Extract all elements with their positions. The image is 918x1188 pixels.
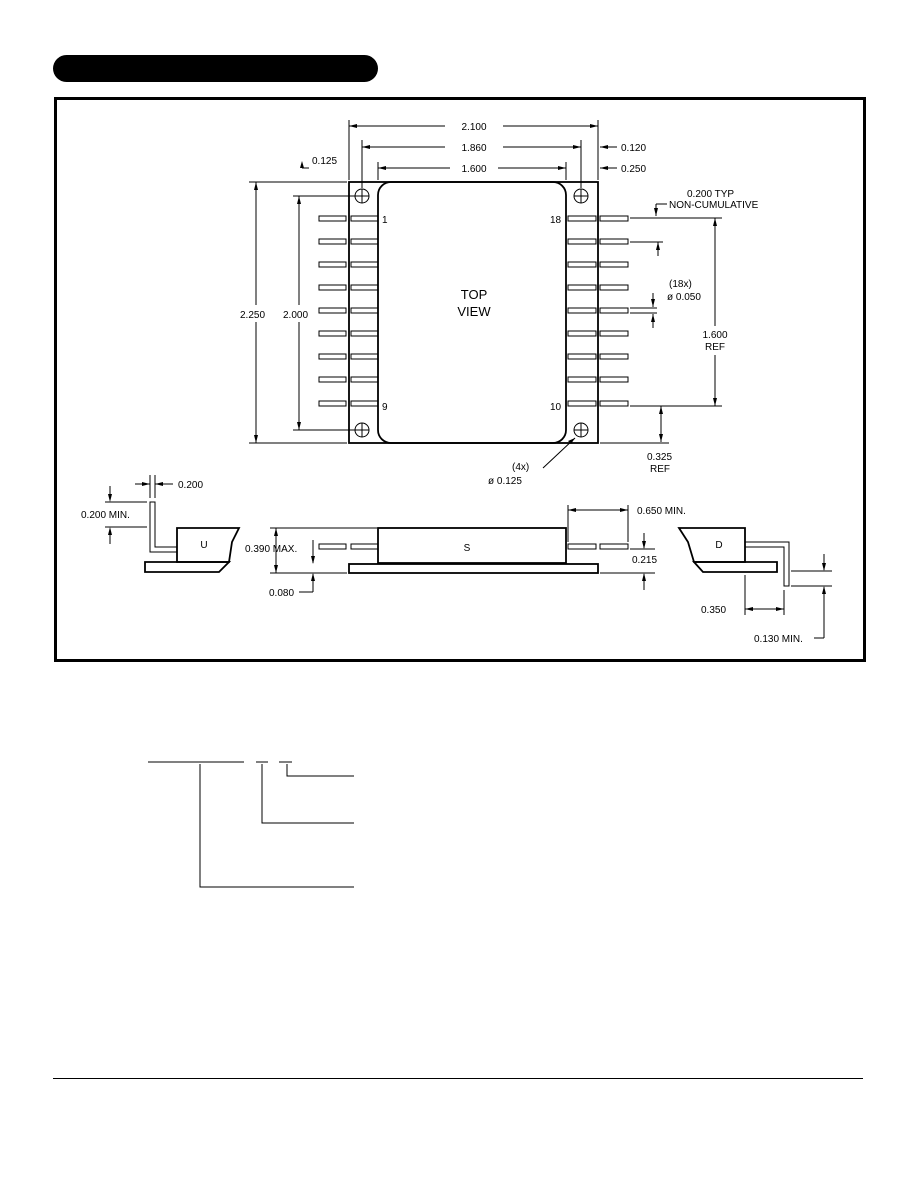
mounting-hole: [354, 422, 370, 438]
side-view-s: S 0.390 MAX. 0.080 0.650 MIN. 0.215: [245, 505, 686, 599]
dim-s-pin-length: 0.650 MIN.: [637, 506, 686, 517]
mounting-hole: [573, 188, 589, 204]
section-title-bar: [53, 55, 378, 82]
side-view-d-label: D: [715, 540, 722, 551]
side-view-d: D 0.350 0.130 MIN.: [677, 527, 832, 645]
breakout-leader: [286, 764, 354, 777]
top-dimensions: 2.100 1.860 1.600 0.125 0.120 0.250: [300, 120, 646, 188]
dim-hole-height: 2.000: [283, 310, 308, 321]
dim-overall-width: 2.100: [461, 122, 486, 133]
pin-1-label: 1: [382, 215, 388, 226]
dim-pin-offset-ref: REF: [650, 464, 670, 475]
pin-9-label: 9: [382, 402, 388, 413]
side-view-u-label: U: [200, 540, 207, 551]
side-view-s-label: S: [464, 543, 471, 554]
top-view-label-line1: TOP: [461, 287, 488, 302]
side-view-u: U 0.200 MIN. 0.200: [81, 475, 241, 573]
part-number-breakout: [148, 761, 354, 888]
dim-pin-dia: ø 0.050: [667, 292, 701, 303]
pin-10-label: 10: [550, 402, 562, 413]
top-view: 1 9 18 10 TOP VIEW: [318, 181, 629, 444]
dim-overall-height: 2.250: [240, 310, 265, 321]
dim-0125-top: 0.125: [312, 156, 337, 167]
dim-pitch-line2: NON-CUMULATIVE: [669, 200, 759, 211]
dim-d-0130-min: 0.130 MIN.: [754, 634, 803, 645]
dim-hole-count: (4x): [512, 462, 529, 473]
dim-pin-dia-count: (18x): [669, 279, 692, 290]
dim-pitch-line1: 0.200 TYP: [687, 189, 734, 200]
dim-0120: 0.120: [621, 143, 646, 154]
dim-pin-span: 1.600: [702, 330, 727, 341]
dim-hole-span: 1.860: [461, 143, 486, 154]
mounting-hole: [354, 188, 370, 204]
dim-hole-dia: ø 0.125: [488, 476, 522, 487]
top-view-label-line2: VIEW: [457, 304, 491, 319]
dim-pin-span-ref: REF: [705, 342, 725, 353]
dim-body-width: 1.600: [461, 164, 486, 175]
footer-divider: [53, 1078, 863, 1079]
pin-18-label: 18: [550, 215, 562, 226]
dim-d-0350: 0.350: [701, 605, 726, 616]
dim-s-pin-height: 0.215: [632, 555, 657, 566]
mechanical-drawing: 1 9 18 10 TOP VIEW 2.100 1.860: [81, 120, 832, 645]
right-pins: [567, 215, 629, 407]
dim-pin-offset: 0.325: [647, 452, 672, 463]
mechanical-drawing-frame: 1 9 18 10 TOP VIEW 2.100 1.860: [54, 97, 866, 662]
dim-s-base: 0.080: [269, 588, 294, 599]
breakout-leader: [261, 764, 354, 824]
dim-u-0200: 0.200: [178, 480, 203, 491]
breakout-leader: [199, 764, 354, 888]
mounting-hole: [573, 422, 589, 438]
left-dimensions: 2.250 2.000: [240, 181, 355, 444]
dim-0250: 0.250: [621, 164, 646, 175]
right-dimensions: 0.200 TYP NON-CUMULATIVE (18x) ø 0.050 1…: [488, 189, 759, 487]
dim-u-0200-min: 0.200 MIN.: [81, 510, 130, 521]
dim-s-height: 0.390 MAX.: [245, 544, 297, 555]
left-pins: [318, 215, 379, 407]
